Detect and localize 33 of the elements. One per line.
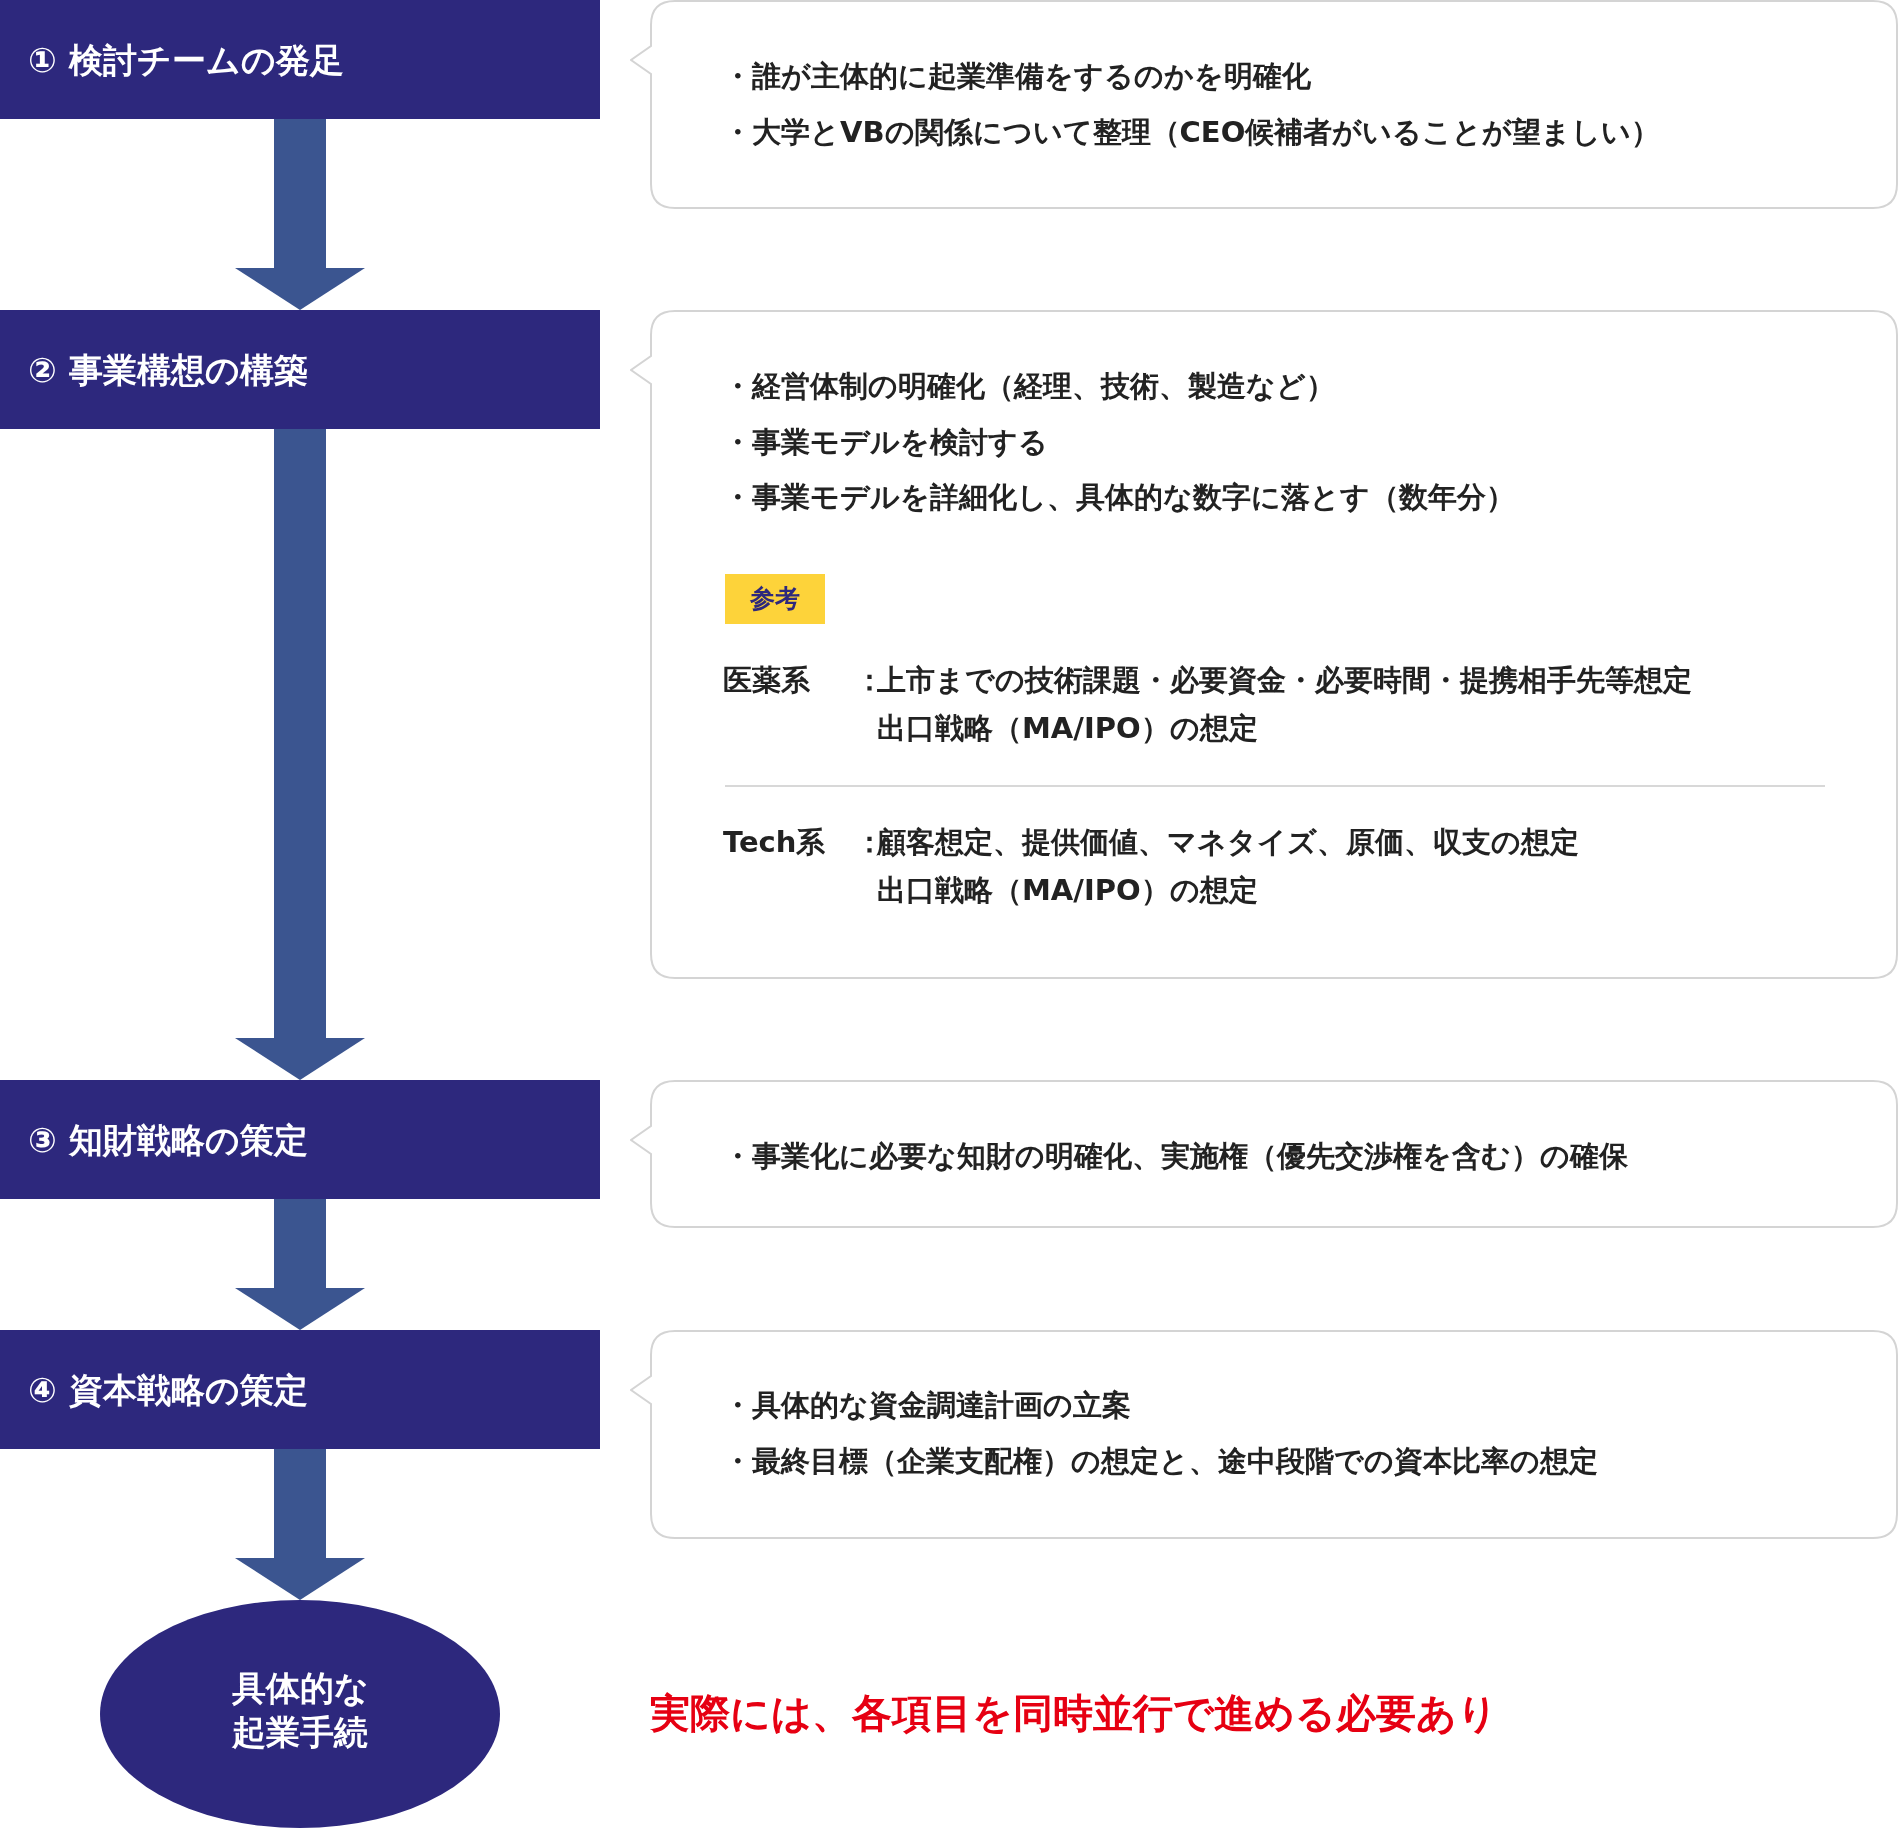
step-box <box>0 1080 600 1199</box>
speech-bubble <box>630 310 1898 979</box>
tag-label: 参考 <box>725 574 825 624</box>
down-arrow <box>235 119 365 310</box>
step-box <box>0 310 600 429</box>
bullet-text: 医薬系 <box>723 662 810 699</box>
bullet-text: ・事業化に必要な知財の明確化、実施権（優先交渉権を含む）の確保 <box>723 1138 1628 1175</box>
bullet-text: ・経営体制の明確化（経理、技術、製造など） <box>723 368 1335 405</box>
bullet-text: ・大学とVBの関係について整理（CEO候補者がいることが望ましい） <box>723 114 1661 151</box>
bullet-text: 上市までの技術課題・必要資金・必要時間・提携相手先等想定 <box>877 662 1692 699</box>
step-title: ② 事業構想の構築 <box>28 349 308 392</box>
step-box <box>0 0 600 119</box>
step-title: ① 検討チームの発足 <box>28 39 344 82</box>
step-title: ④ 資本戦略の策定 <box>28 1369 308 1412</box>
down-arrow <box>235 1449 365 1600</box>
speech-bubble <box>630 1080 1898 1228</box>
bullet-text: ・事業モデルを詳細化し、具体的な数字に落とす（数年分） <box>723 479 1515 516</box>
goal-ellipse <box>100 1600 500 1828</box>
speech-bubble <box>630 1330 1898 1539</box>
bullet-text: 出口戦略（MA/IPO）の想定 <box>877 710 1258 747</box>
bullet-text: ・事業モデルを検討する <box>723 424 1048 461</box>
bullet-text: ・最終目標（企業支配権）の想定と、途中段階での資本比率の想定 <box>723 1443 1598 1480</box>
note-text: 実際には、各項目を同時並行で進める必要あり <box>650 1689 1498 1738</box>
bullet-text: ・具体的な資金調達計画の立案 <box>723 1387 1131 1424</box>
bullet-text: ・誰が主体的に起業準備をするのかを明確化 <box>723 58 1311 95</box>
step-box <box>0 1330 600 1449</box>
down-arrow <box>235 429 365 1080</box>
ellipse-text: 具体的な起業手続 <box>230 1667 370 1754</box>
step-title: ③ 知財戦略の策定 <box>28 1119 308 1162</box>
down-arrow <box>235 1199 365 1330</box>
speech-bubble <box>630 0 1898 209</box>
bullet-text: Tech系 <box>723 824 826 861</box>
bullet-text: 出口戦略（MA/IPO）の想定 <box>877 872 1258 909</box>
